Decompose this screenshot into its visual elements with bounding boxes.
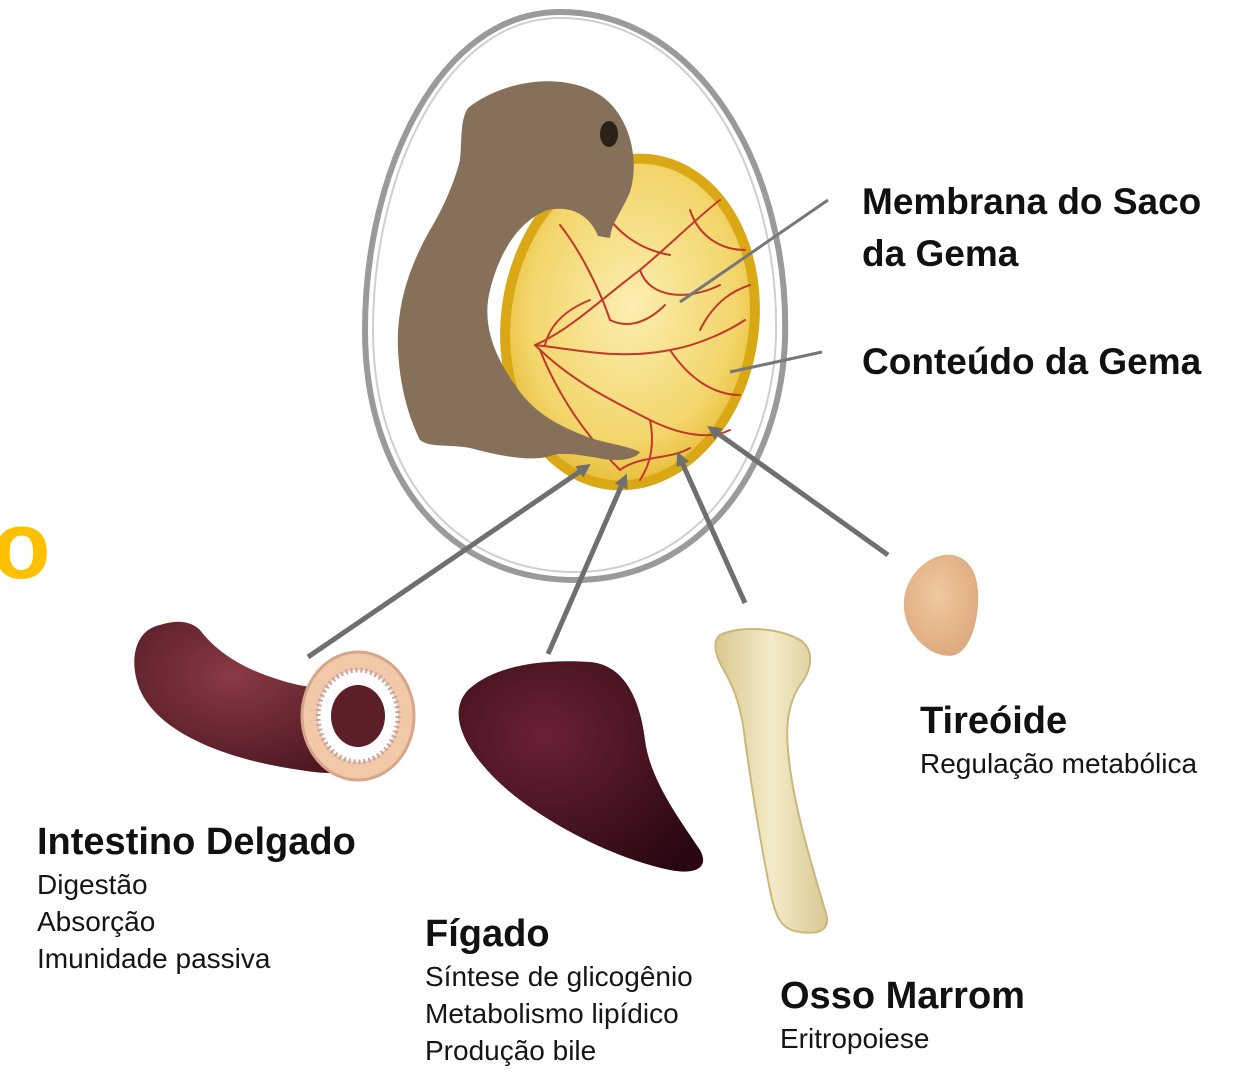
yolk-membrane-label: Membrana do Saco da Gema (862, 176, 1201, 280)
thyroid-label: Tireóide Regulação metabólica (920, 697, 1197, 782)
liver-title: Fígado (425, 910, 693, 958)
yolk-content-label-text: Conteúdo da Gema (862, 336, 1201, 388)
liver-label: Fígado Síntese de glicogênio Metabolismo… (425, 910, 693, 1069)
thyroid-illustration (904, 555, 978, 656)
liver-illustration (459, 661, 703, 871)
cropped-title-fragment: o (0, 498, 51, 594)
thyroid-title: Tireóide (920, 697, 1197, 745)
intestine-function: Digestão (37, 866, 356, 903)
liver-function: Metabolismo lipídico (425, 995, 693, 1032)
intestine-title: Intestino Delgado (37, 818, 356, 866)
intestine-function: Imunidade passiva (37, 940, 356, 977)
yolk-content-label: Conteúdo da Gema (862, 336, 1201, 388)
liver-function: Síntese de glicogênio (425, 958, 693, 995)
liver-function: Produção bile (425, 1032, 693, 1069)
intestine-function: Absorção (37, 903, 356, 940)
intestine-label: Intestino Delgado Digestão Absorção Imun… (37, 818, 356, 977)
bone-title: Osso Marrom (780, 972, 1025, 1020)
bone-label: Osso Marrom Eritropoiese (780, 972, 1025, 1057)
yolk-membrane-label-line2: da Gema (862, 228, 1201, 280)
bone-function: Eritropoiese (780, 1020, 1025, 1057)
bone-illustration (715, 629, 827, 933)
yolk-membrane-label-line1: Membrana do Saco (862, 176, 1201, 228)
intestine-illustration (134, 622, 414, 780)
thyroid-function: Regulação metabólica (920, 745, 1197, 782)
